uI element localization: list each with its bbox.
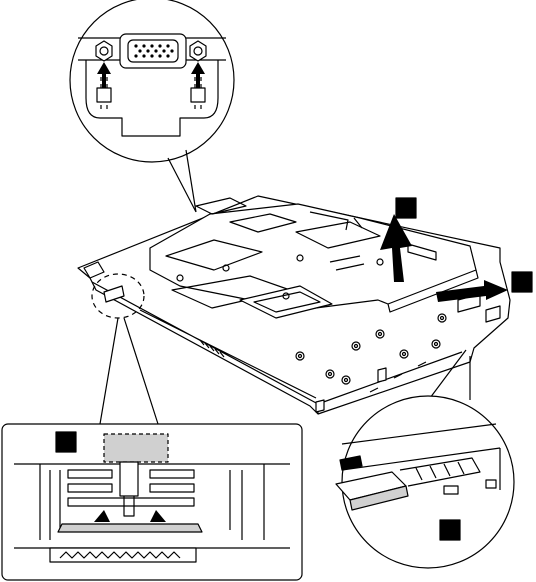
step-badge-2 <box>512 272 532 292</box>
latch-tab <box>120 462 138 496</box>
vga-connector <box>120 34 186 68</box>
slot-left <box>97 88 111 102</box>
shaded-tab-area <box>104 434 168 462</box>
hex-standoff-left <box>96 41 112 61</box>
callout-pointer-left <box>100 318 158 424</box>
step-badge-3 <box>56 432 76 452</box>
system-board-assembly <box>78 196 510 414</box>
hex-standoff-right <box>190 41 206 61</box>
step-badge-1 <box>396 198 416 218</box>
step-badge-4 <box>440 520 460 540</box>
callout-circle <box>70 0 234 162</box>
latch-base <box>58 524 202 532</box>
callout-vga-screws <box>70 0 234 212</box>
slot-right <box>191 88 205 102</box>
